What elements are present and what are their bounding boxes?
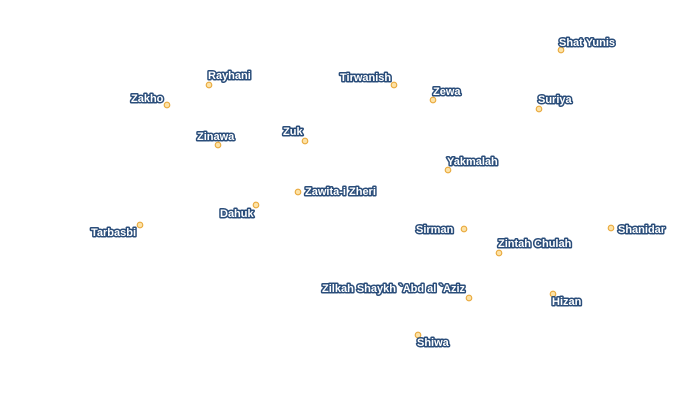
place-marker[interactable] bbox=[136, 221, 144, 229]
place-label[interactable]: Sirman bbox=[415, 223, 456, 238]
place-marker[interactable] bbox=[429, 96, 437, 104]
place-tarbasbi[interactable]: Tarbasbi bbox=[90, 221, 144, 241]
place-label[interactable]: Zawita-i Zheri bbox=[304, 185, 378, 200]
place-marker[interactable] bbox=[535, 105, 543, 113]
place-zinawa[interactable]: Zinawa bbox=[196, 130, 237, 149]
place-zintah-chulah[interactable]: Zintah Chulah bbox=[495, 237, 574, 257]
place-hizan[interactable]: Hizan bbox=[549, 290, 584, 310]
place-label[interactable]: Shanidar bbox=[617, 223, 668, 238]
place-dahuk[interactable]: Dahuk bbox=[219, 201, 260, 222]
place-marker[interactable] bbox=[607, 224, 615, 232]
place-label[interactable]: Zilkah Shaykh `Abd al `Aziz bbox=[321, 282, 468, 297]
place-shiwa[interactable]: Shiwa bbox=[414, 331, 452, 351]
place-label[interactable]: Shiwa bbox=[416, 336, 452, 351]
place-label[interactable]: Suriya bbox=[537, 93, 575, 108]
place-suriya[interactable]: Suriya bbox=[535, 93, 575, 113]
place-label[interactable]: Tarbasbi bbox=[90, 226, 138, 241]
place-label[interactable]: Yakmalah bbox=[446, 155, 500, 170]
place-marker[interactable] bbox=[205, 81, 213, 89]
place-rayhani[interactable]: Rayhani bbox=[205, 69, 253, 89]
place-label[interactable]: Hizan bbox=[551, 295, 584, 310]
place-marker[interactable] bbox=[252, 201, 260, 209]
place-zawita-i-zheri[interactable]: Zawita-i Zheri bbox=[294, 185, 378, 200]
place-marker[interactable] bbox=[294, 188, 302, 196]
place-zakho[interactable]: Zakho bbox=[130, 92, 171, 109]
place-marker[interactable] bbox=[414, 331, 422, 339]
place-sirman[interactable]: Sirman bbox=[415, 223, 468, 238]
place-label[interactable]: Tirwanish bbox=[339, 71, 393, 86]
place-zuk[interactable]: Zuk bbox=[282, 125, 309, 145]
place-zilkah-shaykh-abd-al-aziz[interactable]: Zilkah Shaykh `Abd al `Aziz bbox=[321, 282, 473, 302]
place-label[interactable]: Zewa bbox=[432, 85, 463, 100]
place-yakmalah[interactable]: Yakmalah bbox=[444, 155, 500, 174]
place-shat-yunis[interactable]: Shat Yunis bbox=[557, 36, 617, 54]
place-label[interactable]: Dahuk bbox=[219, 207, 257, 222]
place-label[interactable]: Zinawa bbox=[196, 130, 237, 145]
place-shanidar[interactable]: Shanidar bbox=[607, 223, 668, 238]
place-marker[interactable] bbox=[465, 294, 473, 302]
place-label[interactable]: Rayhani bbox=[207, 69, 253, 84]
place-marker[interactable] bbox=[549, 290, 557, 298]
place-marker[interactable] bbox=[163, 101, 171, 109]
place-marker[interactable] bbox=[444, 166, 452, 174]
place-label[interactable]: Zintah Chulah bbox=[497, 237, 574, 252]
place-label[interactable]: Shat Yunis bbox=[558, 36, 617, 51]
place-marker[interactable] bbox=[557, 46, 565, 54]
place-marker[interactable] bbox=[214, 141, 222, 149]
place-marker[interactable] bbox=[390, 81, 398, 89]
place-marker[interactable] bbox=[495, 249, 503, 257]
place-tirwanish[interactable]: Tirwanish bbox=[339, 71, 398, 89]
place-label[interactable]: Zakho bbox=[130, 92, 166, 107]
place-zewa[interactable]: Zewa bbox=[429, 85, 463, 104]
place-marker[interactable] bbox=[460, 225, 468, 233]
place-label[interactable]: Zuk bbox=[282, 125, 305, 140]
place-marker[interactable] bbox=[301, 137, 309, 145]
